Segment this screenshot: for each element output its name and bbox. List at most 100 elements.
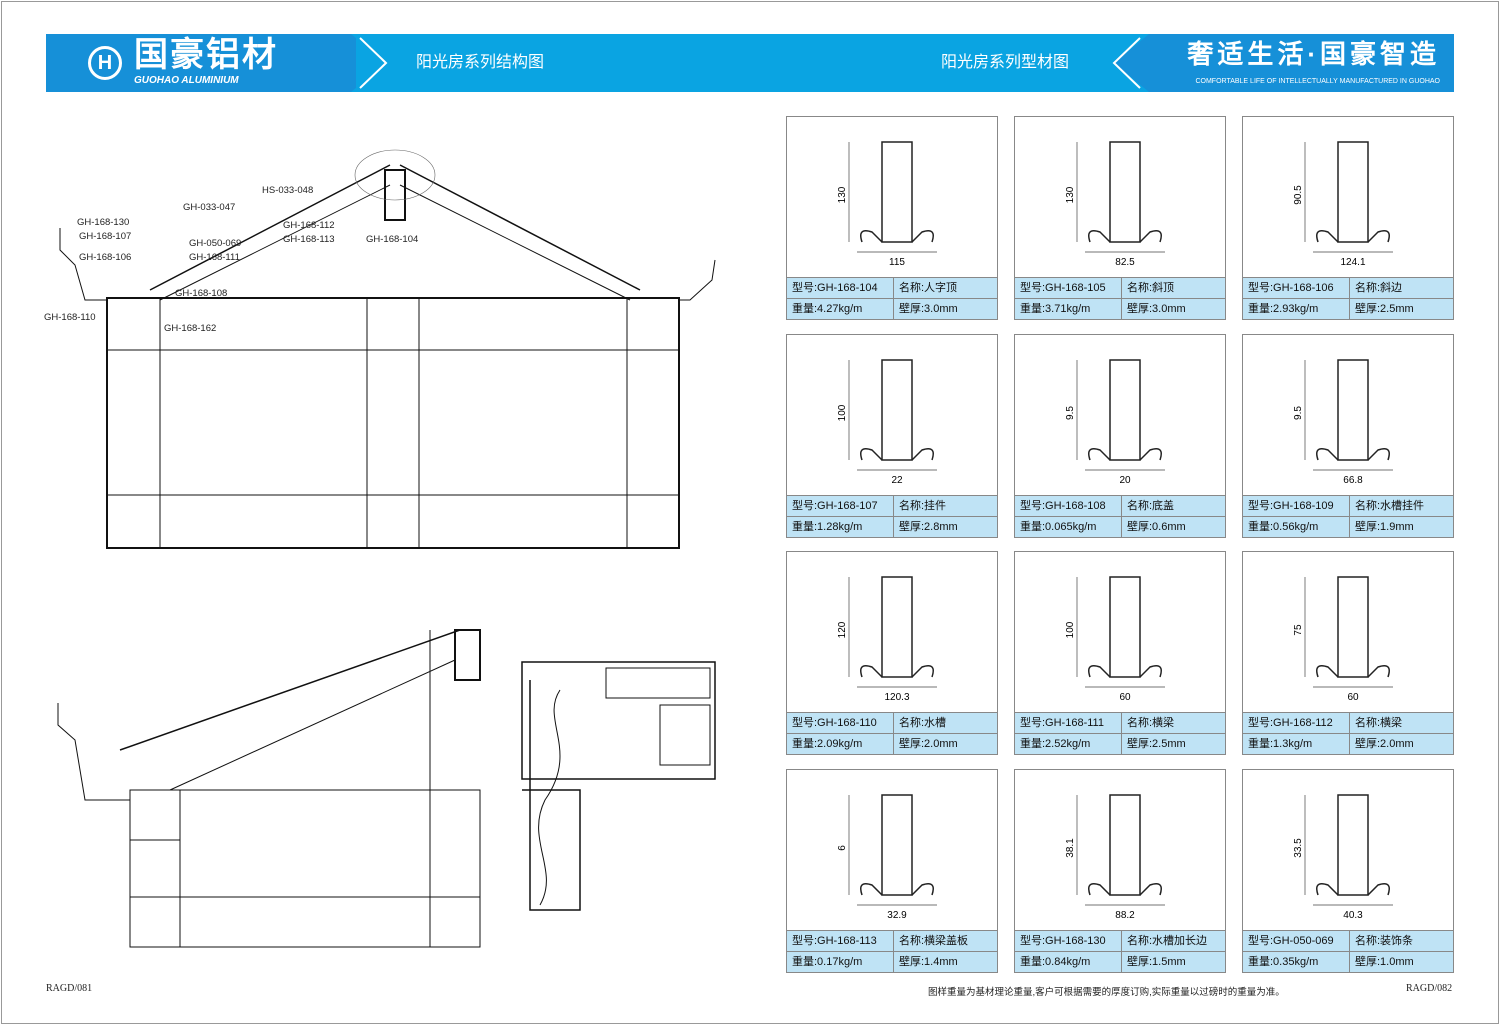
profile-thickness: 壁厚:1.5mm [1127, 956, 1186, 968]
profile-info-row: 型号:GH-168-109 名称:水槽挂件 [1243, 495, 1453, 516]
dimension-width: 115 [889, 257, 905, 268]
dimension-width: 124.1 [1340, 257, 1365, 268]
label-gh-168-104: GH-168-104 [366, 234, 418, 245]
label-gh-168-108: GH-168-108 [175, 288, 227, 299]
profile-drawing: 9.566.8 [1293, 359, 1393, 486]
dimension-width: 60 [1119, 692, 1131, 703]
dimension-width: 60 [1347, 692, 1359, 703]
profile-weight: 重量:2.93kg/m [1243, 299, 1350, 319]
profile-name: 名称:挂件 [899, 500, 947, 512]
profile-thickness: 壁厚:1.0mm [1355, 956, 1414, 968]
profile-name: 名称:横梁盖板 [899, 935, 969, 947]
profile-name: 名称:水槽 [899, 717, 947, 729]
profile-weight: 重量:0.17kg/m [787, 952, 894, 972]
profile-drawing: 100 60 [1065, 576, 1165, 703]
logo-block: H 国豪铝材 GUOHAO ALUMINIUM [46, 34, 356, 92]
profile-name: 名称:斜顶 [1127, 282, 1175, 294]
dimension-height: 100 [837, 404, 848, 421]
dimension-height: 100 [1065, 621, 1076, 638]
profile-drawing: 9.520 [1065, 359, 1165, 486]
profile-weight: 重量:0.56kg/m [1243, 517, 1350, 537]
profile-drawing: 632.9 [837, 794, 937, 921]
dimension-height: 33.5 [1293, 838, 1304, 858]
right-page-title: 阳光房系列型材图 [941, 54, 1070, 71]
dimension-width: 20 [1119, 475, 1131, 486]
profile-thickness: 壁厚:3.0mm [1127, 303, 1186, 315]
brand-name-en: GUOHAO ALUMINIUM [134, 75, 239, 86]
profile-weight: 重量:0.35kg/m [1243, 952, 1350, 972]
profile-thickness: 壁厚:2.0mm [1355, 738, 1414, 750]
left-page-number: RAGD/081 [46, 983, 93, 994]
profile-thickness: 壁厚:3.0mm [899, 303, 958, 315]
profile-model: 型号:GH-168-110 [787, 713, 894, 733]
profile-weight: 重量:0.84kg/m [1015, 952, 1122, 972]
profile-info-row: 型号:GH-168-111 名称:横梁 [1015, 712, 1225, 733]
profile-model: 型号:GH-168-109 [1243, 496, 1350, 516]
profile-model: 型号:GH-168-111 [1015, 713, 1122, 733]
profile-info-row: 型号:GH-168-130 名称:水槽加长边 [1015, 930, 1225, 951]
profile-weight: 重量:2.52kg/m [1015, 734, 1122, 754]
label-gh-168-130: GH-168-130 [77, 217, 129, 228]
profile-name: 名称:水槽挂件 [1355, 500, 1425, 512]
profile-weight: 重量:4.27kg/m [787, 299, 894, 319]
label-gh-033-047: GH-033-047 [183, 202, 235, 213]
dimension-height: 9.5 [1293, 406, 1304, 420]
dimension-width: 88.2 [1115, 910, 1135, 921]
structure-diagram: GH-168-130 GH-168-107 GH-168-106 GH-168-… [44, 149, 716, 948]
profile-name: 名称:斜边 [1355, 282, 1403, 294]
profile-info-row: 重量:4.27kg/m 壁厚:3.0mm [787, 298, 997, 319]
profile-model: 型号:GH-168-108 [1015, 496, 1122, 516]
profile-name: 名称:水槽加长边 [1127, 935, 1208, 947]
profile-drawing: 38.1 88.2 [1065, 794, 1165, 921]
profile-info-row: 重量:0.35kg/m 壁厚:1.0mm [1243, 951, 1453, 972]
left-page-title: 阳光房系列结构图 [416, 54, 545, 71]
dimension-width: 82.5 [1115, 257, 1135, 268]
label-gh-050-069: GH-050-069 [189, 238, 241, 249]
profile-model: 型号:GH-168-105 [1015, 278, 1122, 298]
dimension-width: 32.9 [887, 910, 907, 921]
profile-model: 型号:GH-168-130 [1015, 931, 1122, 951]
slogan-en: COMFORTABLE LIFE OF INTELLECTUALLY MANUF… [1195, 78, 1440, 85]
dimension-height: 38.1 [1065, 838, 1076, 858]
dimension-height: 90.5 [1293, 185, 1304, 205]
profile-thickness: 壁厚:0.6mm [1127, 521, 1186, 533]
profile-model: 型号:GH-168-113 [787, 931, 894, 951]
label-hs-033-048: HS-033-048 [262, 185, 313, 196]
dimension-width: 40.3 [1343, 910, 1363, 921]
profile-name: 名称:横梁 [1127, 717, 1175, 729]
profile-name: 名称:人字顶 [899, 282, 958, 294]
label-gh-168-110: GH-168-110 [44, 312, 96, 323]
header-banner: H 国豪铝材 GUOHAO ALUMINIUM 阳光房系列结构图 阳光房系列型材… [46, 34, 1454, 92]
profile-info-row: 重量:0.84kg/m 壁厚:1.5mm [1015, 951, 1225, 972]
profile-weight: 重量:1.28kg/m [787, 517, 894, 537]
